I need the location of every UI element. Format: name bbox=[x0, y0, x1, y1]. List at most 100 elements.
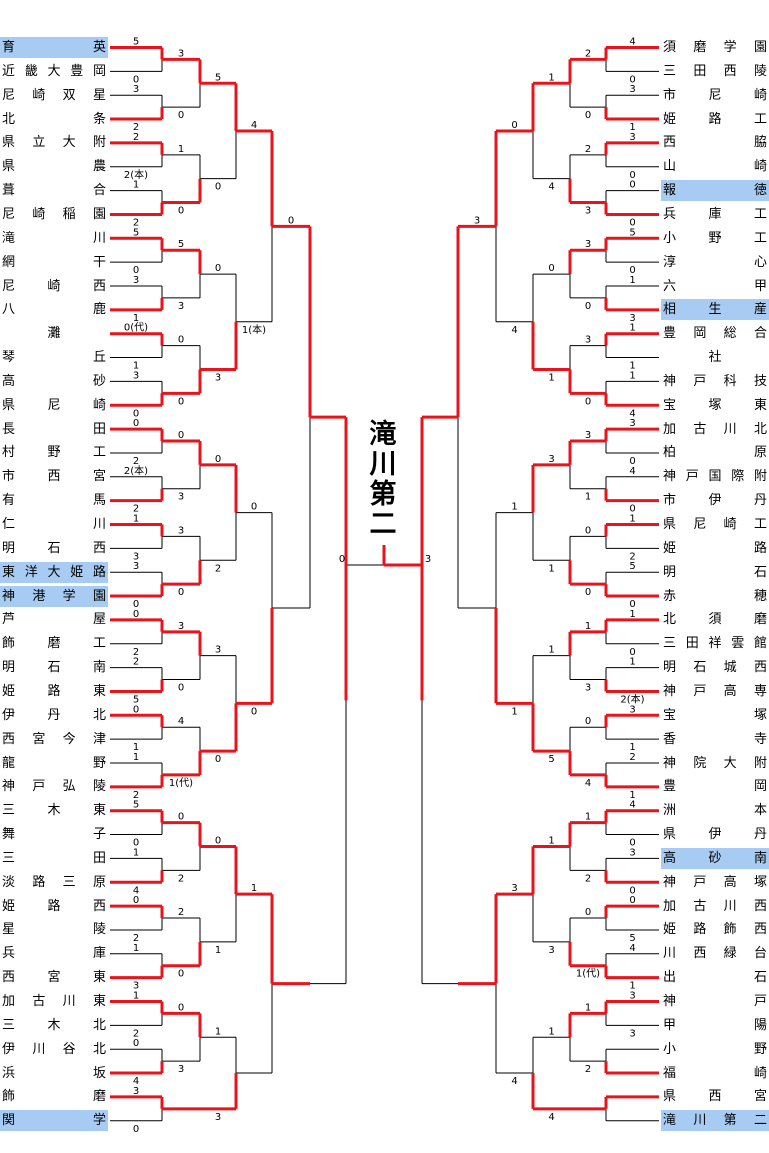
champion-char: 二 bbox=[369, 509, 397, 540]
team-name-char: 豊 bbox=[663, 326, 677, 342]
score-label: 0(代) bbox=[124, 322, 148, 334]
score-label: 0 bbox=[585, 301, 591, 312]
score-label: 1 bbox=[133, 847, 139, 858]
team-name-char: 路 bbox=[47, 898, 61, 914]
team-name-char: 工 bbox=[92, 636, 106, 652]
team-name-char: 龍 bbox=[2, 755, 16, 771]
team-right-32: 洲本 bbox=[661, 800, 769, 821]
score-label: 3 bbox=[133, 1086, 139, 1097]
team-right-44: 県西宮 bbox=[661, 1086, 769, 1107]
team-left-13: 琴丘 bbox=[0, 347, 108, 368]
score-label: 3 bbox=[215, 1112, 221, 1123]
team-name-char: 豊 bbox=[663, 779, 677, 795]
team-left-34: 三田 bbox=[0, 848, 108, 869]
team-name-char: 滝 bbox=[2, 230, 16, 246]
score-label: 0 bbox=[178, 1002, 184, 1013]
score-label: 1 bbox=[178, 144, 184, 155]
team-name-char: 崎 bbox=[32, 87, 46, 103]
score-label: 3 bbox=[178, 621, 184, 632]
score-label: 1 bbox=[511, 706, 517, 717]
team-name-char: 工 bbox=[753, 230, 767, 246]
team-name-char: 北 bbox=[92, 707, 106, 723]
team-name-char: 陵 bbox=[92, 922, 106, 938]
team-name-char: 院 bbox=[693, 755, 707, 771]
team-name-char: 県 bbox=[663, 1089, 677, 1105]
team-name-char: 東 bbox=[92, 970, 106, 986]
team-left-36: 姫路西 bbox=[0, 896, 108, 917]
score-label: 3 bbox=[629, 1028, 635, 1039]
team-left-25: 飾磨工 bbox=[0, 633, 108, 654]
score-label: 0 bbox=[585, 110, 591, 121]
team-name-char: 石 bbox=[753, 564, 767, 580]
team-name-char: 古 bbox=[32, 994, 46, 1009]
team-name-char: 原 bbox=[753, 445, 767, 461]
team-name-char: 川 bbox=[92, 517, 106, 532]
champion-char: 第 bbox=[369, 479, 397, 510]
team-name-char: 川 bbox=[723, 898, 737, 914]
team-name-char: 学 bbox=[62, 588, 76, 604]
team-name-char: 丹 bbox=[753, 493, 767, 509]
score-label: 5 bbox=[629, 227, 635, 238]
team-name-char: 姫 bbox=[663, 540, 677, 556]
team-name-char: 西 bbox=[92, 540, 106, 556]
team-name-char: 馬 bbox=[92, 493, 106, 509]
team-name-char: 塚 bbox=[753, 874, 767, 890]
score-label: 1 bbox=[215, 1026, 221, 1037]
team-name-char: 子 bbox=[92, 827, 106, 843]
team-name-char: 田 bbox=[693, 63, 707, 79]
team-name-char: 県 bbox=[2, 159, 16, 175]
champion-char: 川 bbox=[369, 449, 397, 480]
team-name-char: 屋 bbox=[92, 612, 106, 628]
team-name-char: 岡 bbox=[693, 326, 707, 342]
score-label: 3 bbox=[133, 84, 139, 95]
team-name-char: 脇 bbox=[753, 135, 767, 151]
team-name-char: 長 bbox=[2, 421, 16, 437]
score-label: 1 bbox=[629, 514, 635, 525]
team-name-char: 石 bbox=[753, 970, 767, 986]
team-name-char: 神 bbox=[663, 373, 677, 389]
team-left-8: 滝川 bbox=[0, 228, 108, 249]
team-right-7: 兵庫工 bbox=[661, 204, 769, 225]
team-name-char: 砂 bbox=[708, 850, 722, 866]
score-label: 1 bbox=[629, 742, 635, 753]
team-name-char: 高 bbox=[723, 874, 737, 890]
team-left-31: 神戸弘陵 bbox=[0, 776, 108, 797]
score-label: 0 bbox=[629, 217, 635, 228]
score-label: 3 bbox=[178, 1064, 184, 1075]
team-left-22: 東洋大姫路 bbox=[0, 561, 108, 583]
score-label: 5 bbox=[133, 37, 139, 48]
team-name-char: 八 bbox=[2, 302, 16, 318]
team-name-char: 高 bbox=[2, 373, 16, 389]
team-name-char: 路 bbox=[32, 874, 46, 890]
team-name-char: 宮 bbox=[47, 970, 61, 986]
team-name-char: 洲 bbox=[663, 803, 677, 819]
team-name-char: 園 bbox=[753, 40, 767, 55]
team-name-char: 洋 bbox=[24, 564, 38, 580]
score-label: 3 bbox=[133, 275, 139, 286]
score-label: 2 bbox=[585, 48, 591, 59]
score-label: 1(代) bbox=[169, 777, 193, 789]
score-label: 2(本) bbox=[124, 464, 148, 477]
team-name-char: 高 bbox=[723, 683, 737, 699]
team-name-char: 姫 bbox=[70, 564, 84, 580]
score-label: 0 bbox=[339, 554, 345, 565]
team-name-char: 川 bbox=[92, 230, 106, 246]
team-name-char: 飾 bbox=[723, 922, 737, 938]
score-label: 0 bbox=[629, 599, 635, 610]
team-name-char: 県 bbox=[2, 135, 16, 151]
team-name-char: 西 bbox=[47, 469, 61, 485]
team-name-char: 東 bbox=[753, 397, 767, 413]
team-right-28: 宝塚 bbox=[661, 705, 769, 726]
team-name-char: 附 bbox=[753, 755, 767, 771]
team-name-char: 加 bbox=[2, 994, 16, 1009]
score-label: 3 bbox=[629, 84, 635, 95]
team-name-char: 英 bbox=[92, 40, 106, 55]
team-name-char: 丹 bbox=[47, 707, 61, 723]
team-name-char: 田 bbox=[685, 636, 699, 652]
team-left-6: 葺合 bbox=[0, 180, 108, 201]
score-label: 0 bbox=[629, 895, 635, 906]
team-name-char: 際 bbox=[731, 469, 745, 485]
score-label: 0 bbox=[215, 454, 221, 465]
score-label: 1 bbox=[629, 323, 635, 334]
score-label: 0 bbox=[629, 504, 635, 515]
